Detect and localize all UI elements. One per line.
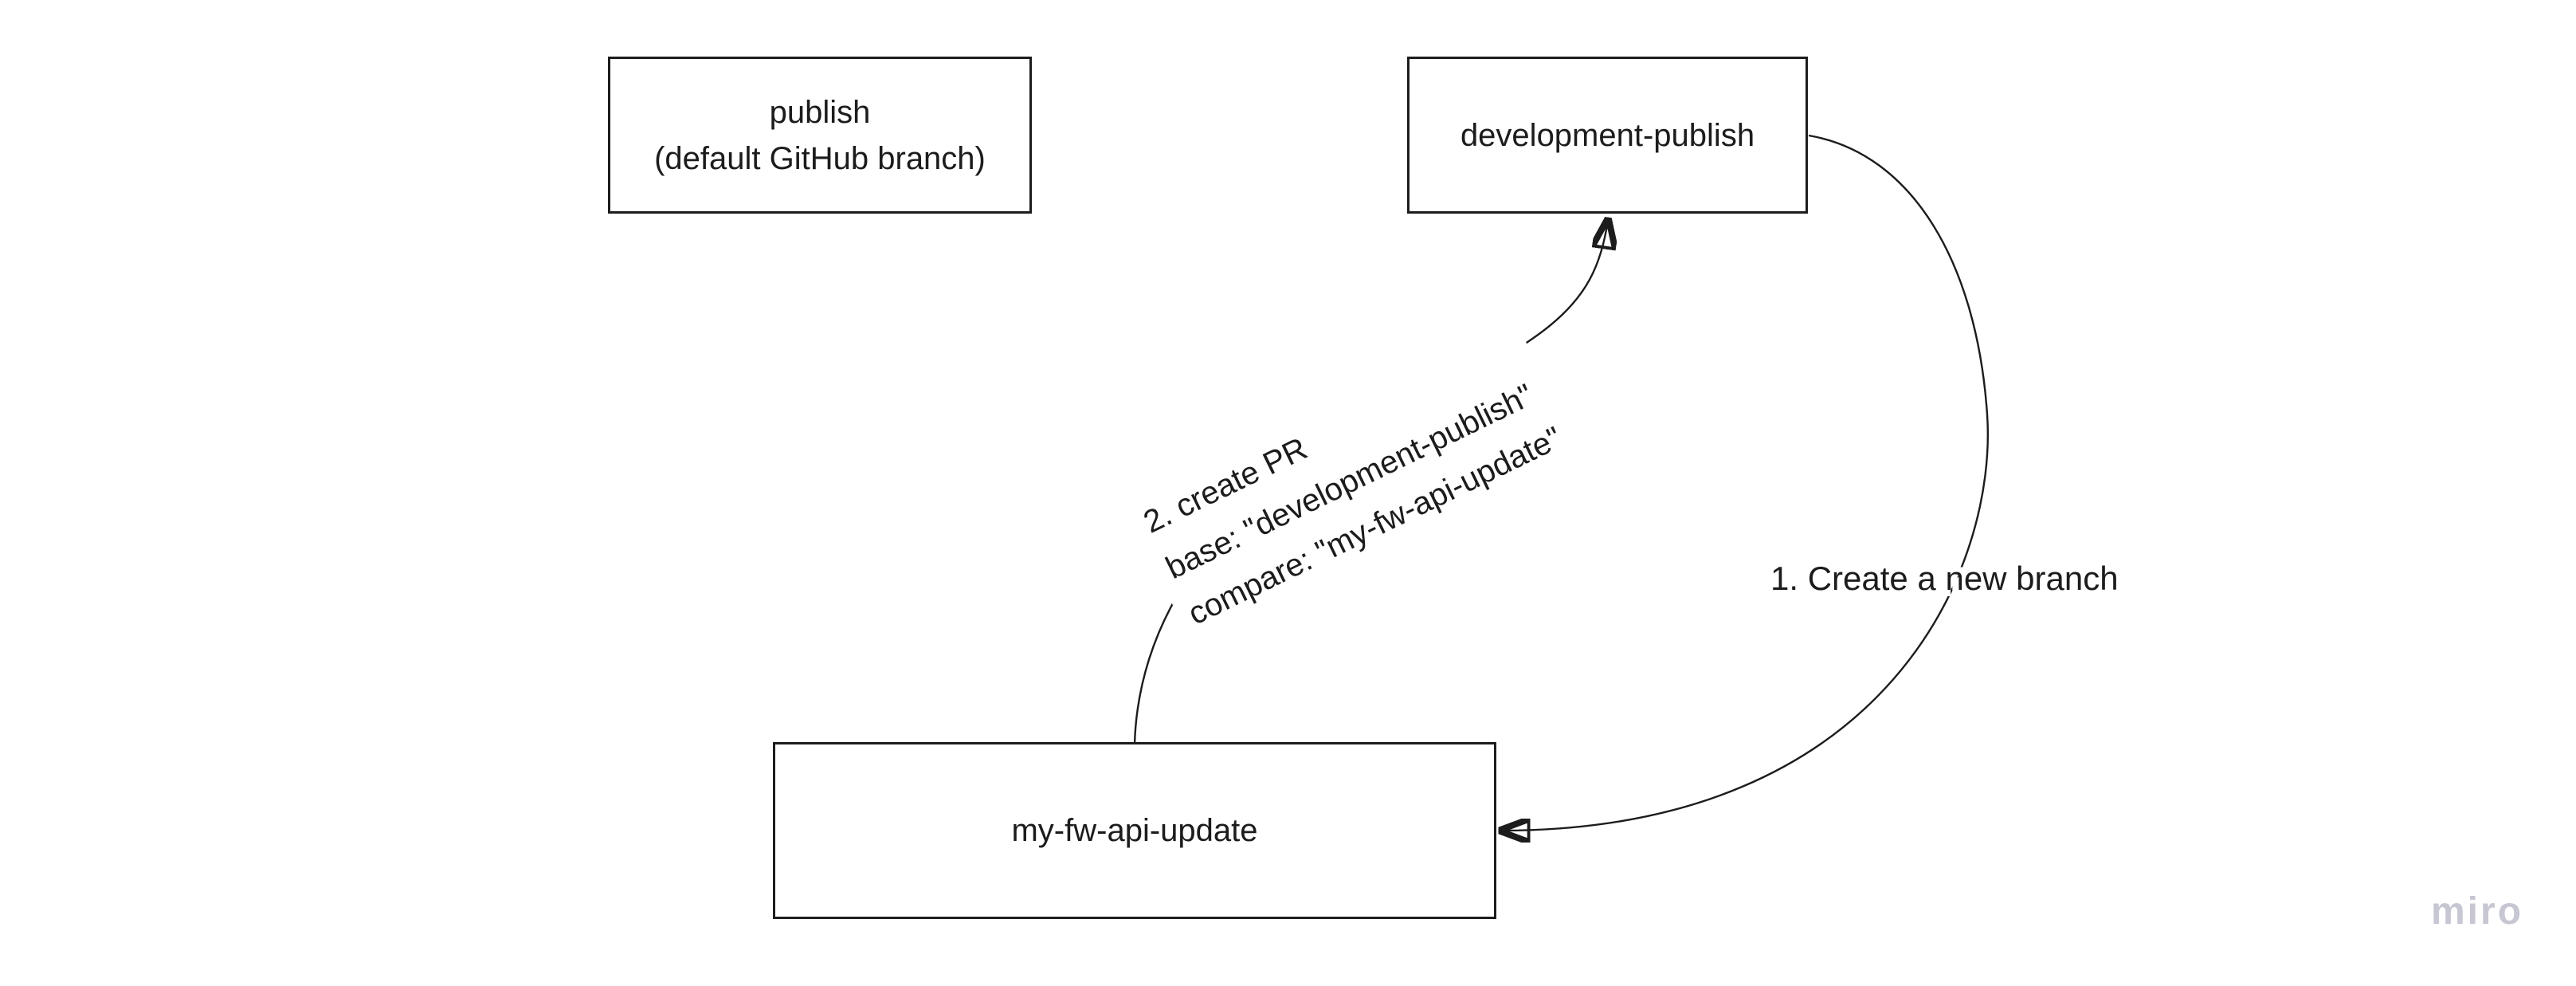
miro-watermark: miro xyxy=(2431,890,2524,933)
shape-publish-label-line1: publish xyxy=(769,94,871,130)
shape-my-fw-api-update-label: my-fw-api-update xyxy=(1011,813,1258,848)
connector-create-branch[interactable] xyxy=(1501,134,1989,831)
shape-publish-label-line2: (default GitHub branch) xyxy=(654,140,986,176)
connector-label-create-branch[interactable]: 1. Create a new branch xyxy=(1770,560,2119,597)
shape-publish-branch[interactable]: publish (default GitHub branch) xyxy=(608,57,1032,214)
shape-development-publish[interactable]: development-publish xyxy=(1407,57,1808,214)
shape-my-fw-api-update[interactable]: my-fw-api-update xyxy=(773,742,1496,919)
shape-development-publish-label: development-publish xyxy=(1460,117,1755,153)
